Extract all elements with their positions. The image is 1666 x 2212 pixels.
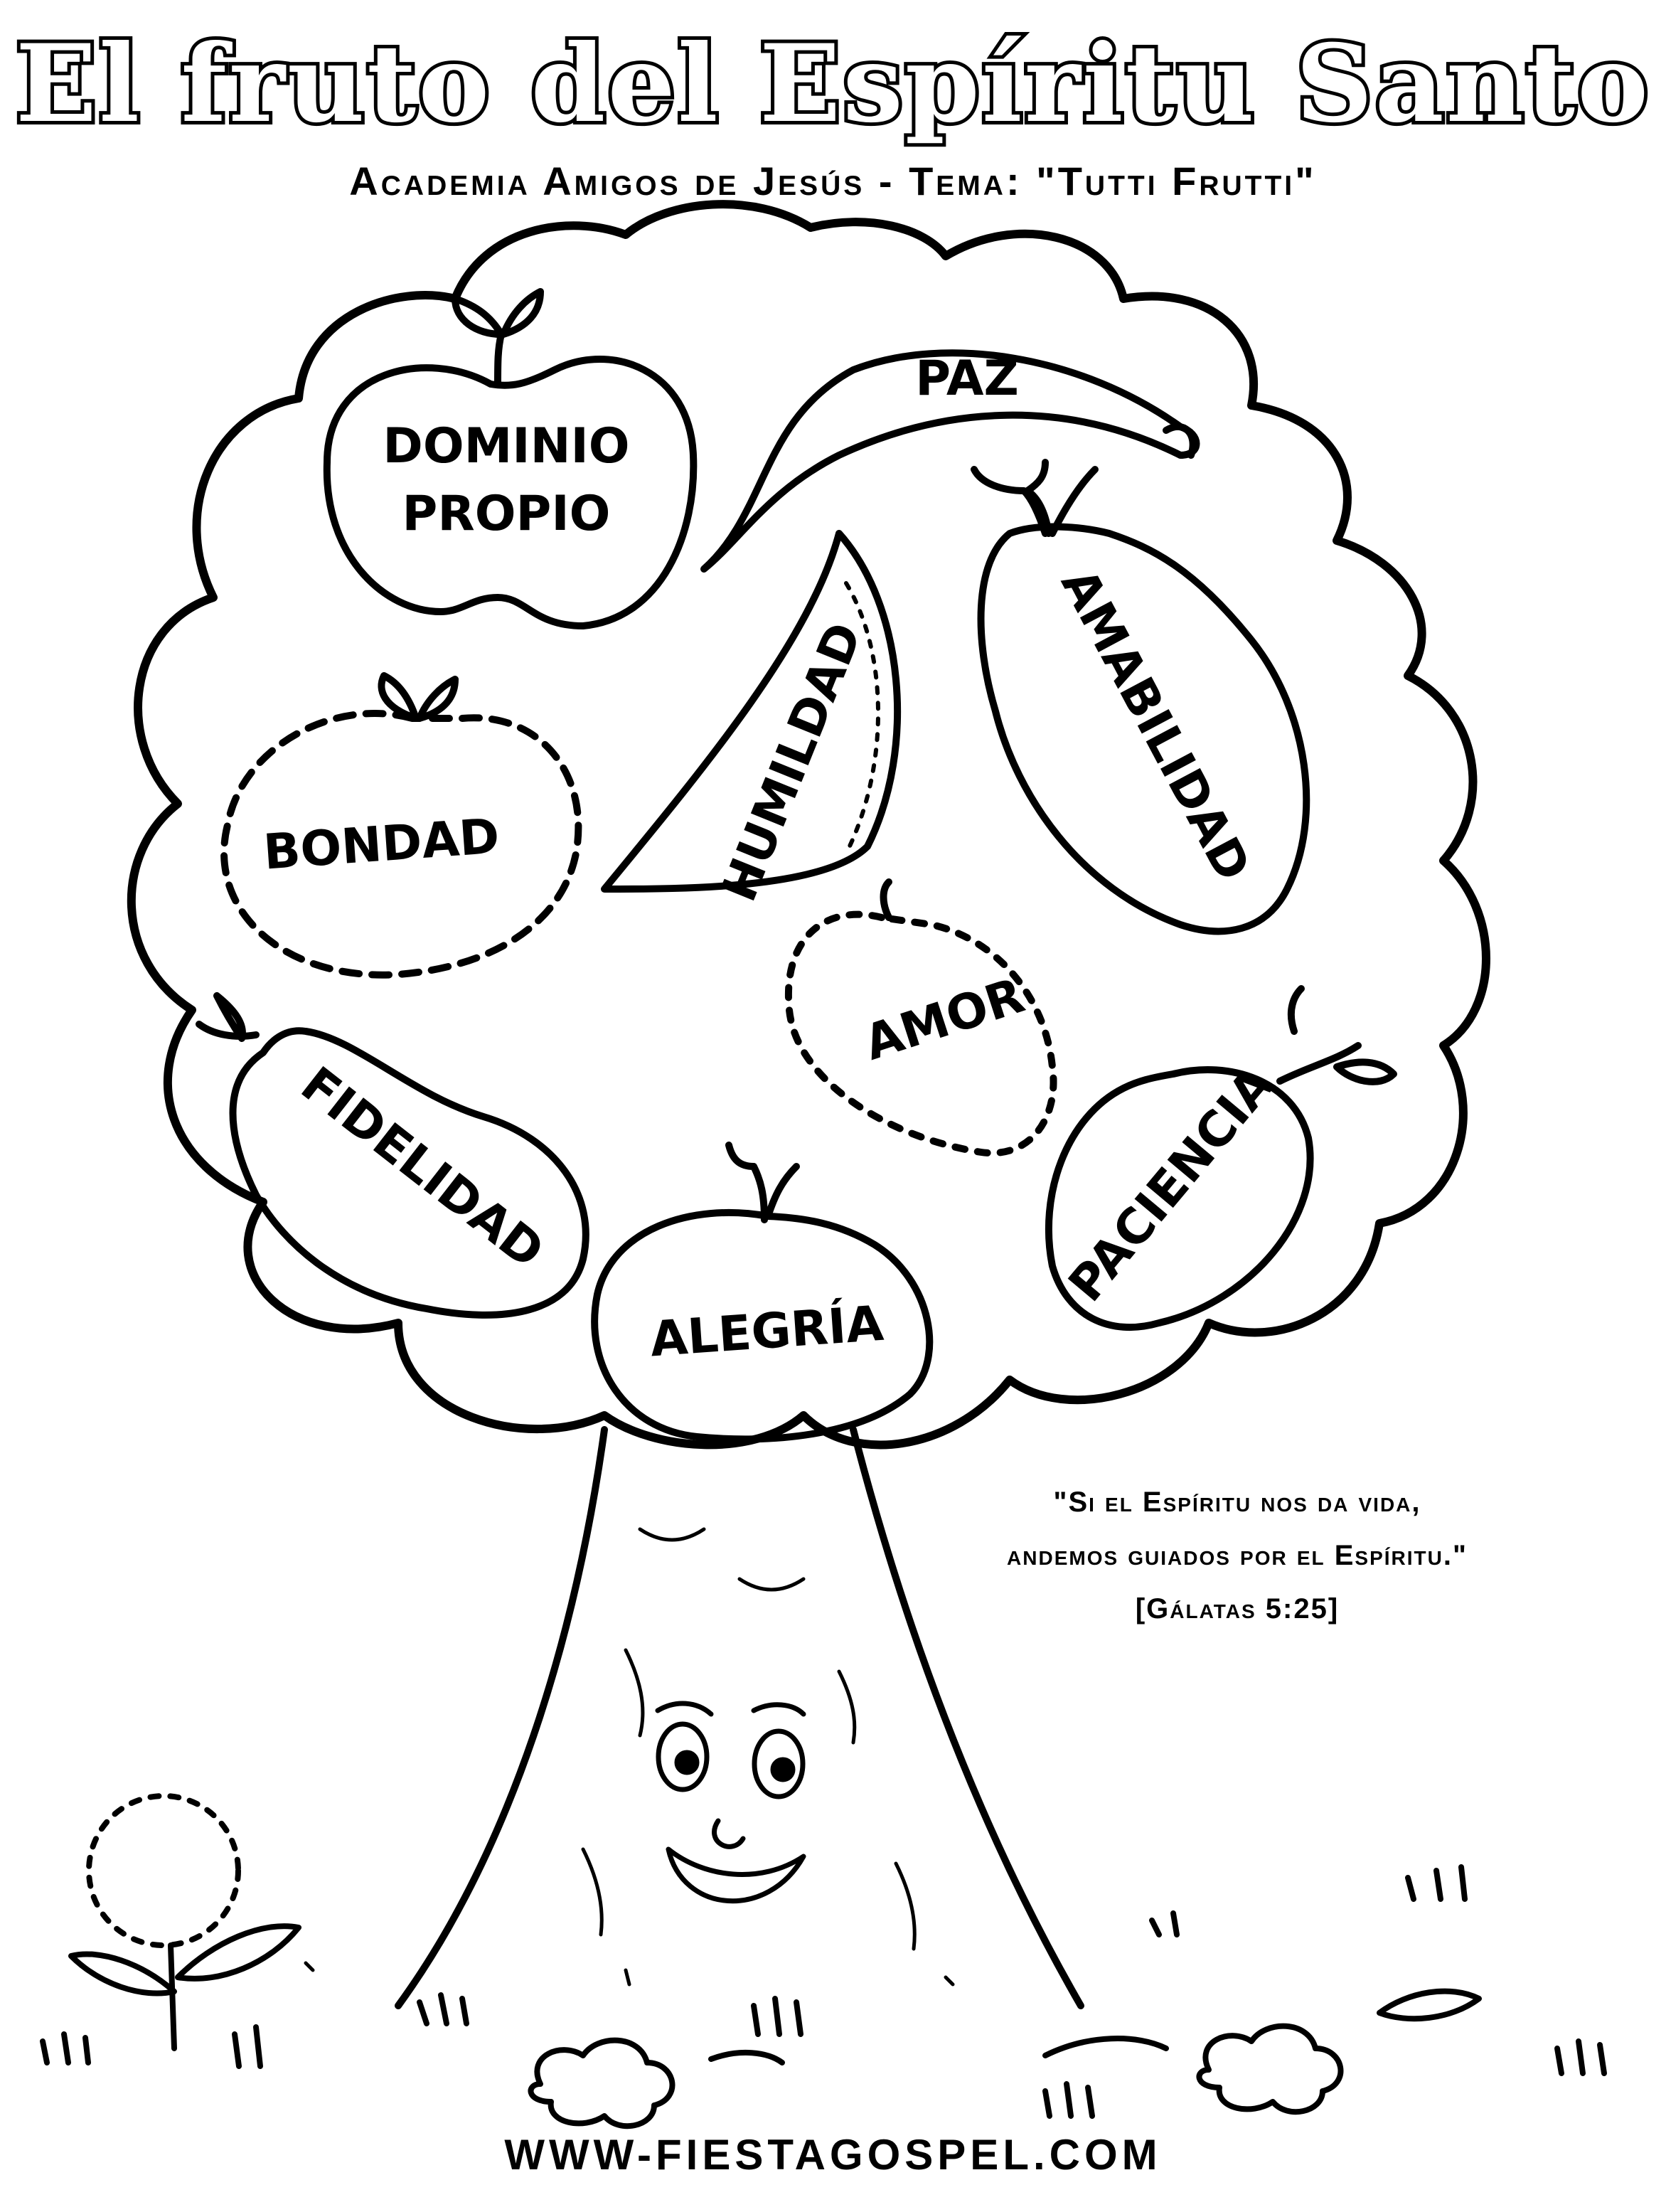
fruit-banana: [700, 349, 1200, 573]
verse-line-2: andemos guiados por el Espíritu.": [1007, 1540, 1468, 1571]
tree-trunk-right: [850, 1426, 1084, 2009]
fruit-label-bondad: BONDAD: [262, 809, 501, 881]
fruit-strawberry: [784, 878, 1057, 1157]
fruit-label-paz: PAZ: [915, 351, 1019, 407]
fruit-apple: [323, 288, 698, 629]
fruit-watermelon: [601, 530, 902, 893]
tree-face: [655, 1701, 806, 1903]
verse-line-1: "Si el Espíritu nos da vida,: [1053, 1487, 1421, 1518]
tree-crown: [127, 200, 1490, 1450]
fruit-plum: [1045, 985, 1397, 1331]
ground-flower-right: [1042, 1988, 1482, 2115]
fruit-pear: [971, 459, 1310, 935]
fruit-orange: [591, 1142, 934, 1443]
dandelion: [68, 1793, 301, 2051]
fruit-pepper: [196, 992, 589, 1319]
fruit-label-alegria: ALEGRÍA: [648, 1295, 886, 1368]
fruit-label-amor: AMOR: [858, 967, 1031, 1071]
page-subtitle: Academia Amigos de Jesús - Tema: "Tutti …: [349, 159, 1317, 203]
ground-marks: [304, 1961, 955, 1987]
fruit-label-dominio-1: DOMINIO: [383, 418, 629, 474]
verse-reference: [Gálatas 5:25]: [1135, 1593, 1340, 1625]
grass-tufts: [40, 1864, 1607, 2119]
fruit-raspberry: [220, 672, 582, 979]
tree-trunk-left: [395, 1426, 608, 2009]
ground-flower-left: [528, 2037, 785, 2129]
website-url: WWW-FIESTAGOSPEL.COM: [504, 2131, 1162, 2179]
fruit-label-dominio-2: PROPIO: [402, 486, 611, 542]
page-title: El fruto del Espíritu Santo: [12, 18, 1652, 150]
fruit-label-humildad: HUMILDAD: [711, 615, 873, 909]
trunk-texture: [581, 1527, 917, 1951]
